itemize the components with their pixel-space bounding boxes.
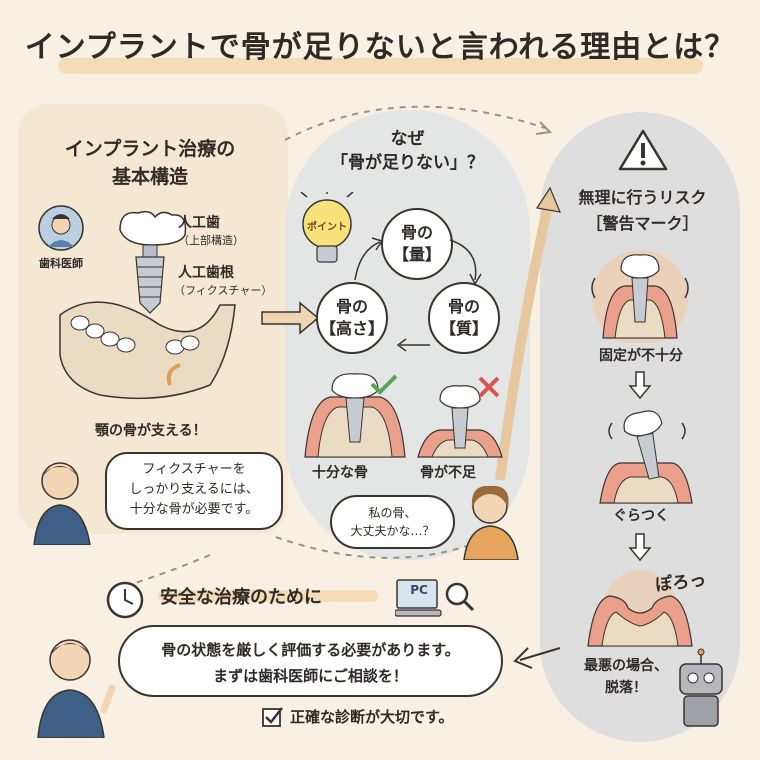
speech-line2: しっかり支えるには、 — [129, 482, 259, 497]
step-worst-case: 最悪の場合、 脱落！ — [566, 655, 686, 699]
pc-monitor-icon — [396, 579, 438, 609]
up-arrow-mid-to-right — [536, 186, 561, 213]
cross-icon — [478, 376, 500, 398]
jaw-label: 顎の骨が支える！ — [95, 423, 207, 439]
failed-implant-illustration — [587, 570, 693, 647]
right-heading-line1: 無理に行うリスク — [578, 188, 707, 207]
dentist-label: 歯科医師 — [39, 257, 83, 270]
loose-implant-illustration — [591, 250, 689, 343]
sound-effect: ぽろっ — [654, 570, 708, 596]
middle-heading-line1: なぜ — [390, 129, 425, 149]
clock-icon — [106, 581, 144, 619]
good-bone-label: 十分な骨 — [312, 465, 368, 481]
dentist-avatar — [38, 205, 84, 251]
advice-line2: まずは歯科医師にご相談を！ — [213, 667, 408, 685]
crown-label: 人工歯 — [178, 215, 220, 231]
bone-comparison — [304, 373, 503, 458]
circle-quality-line2: 【質】 — [439, 319, 488, 338]
left-heading-line1: インプラント治療の — [64, 138, 236, 160]
dentist-speech-bubble: フィクスチャーを しっかり支えるには、 十分な骨が必要です。 — [105, 452, 283, 530]
right-arrow-left-to-mid — [261, 301, 320, 335]
step-worst-line1: 最悪の場合、 — [584, 658, 668, 674]
bottom-heading: 安全な治療のために — [160, 587, 322, 608]
circle-quality: 骨の 【質】 — [428, 282, 500, 354]
dentist-man-icon — [33, 462, 91, 546]
dashed-arrow-top — [284, 105, 546, 141]
check-icon — [370, 374, 398, 395]
warning-icon — [618, 129, 668, 171]
wobbling-implant-illustration — [599, 410, 693, 504]
left-heading: インプラント治療の 基本構造 — [40, 135, 260, 191]
down-arrow-2 — [628, 533, 652, 562]
worry-line2: 大丈夫かな…？ — [350, 524, 435, 538]
arrow-to-bottom — [513, 647, 533, 669]
dentist-icon — [38, 205, 84, 251]
crown-sublabel: （上部構造） — [178, 234, 244, 247]
circle-amount-line1: 骨の — [400, 223, 433, 242]
checkbox-icon — [262, 707, 283, 727]
bad-bone-label: 骨が不足 — [420, 465, 476, 481]
root-label: 人工歯根 — [178, 265, 234, 281]
pc-magnifier-icons — [395, 579, 475, 617]
right-heading: 無理に行うリスク ［警告マーク］ — [555, 185, 730, 237]
down-arrow-1 — [628, 371, 652, 400]
worried-woman-icon — [463, 485, 519, 560]
dentist-man-pointing-icon — [37, 639, 116, 738]
left-heading-line2: 基本構造 — [111, 166, 188, 188]
circle-amount-line2: 【量】 — [392, 245, 441, 264]
bottom-heading-highlight — [158, 590, 378, 602]
right-heading-line2: ［警告マーク］ — [586, 214, 699, 233]
step-worst-line2: 脱落！ — [605, 680, 647, 696]
check-label: 正確な診断が大切です。 — [290, 708, 454, 726]
implant-jaw-illustration — [59, 210, 236, 400]
worry-thought-bubble: 私の骨、 大丈夫かな…？ — [330, 495, 455, 549]
speech-line1: フィクスチャーを — [142, 462, 246, 477]
step-fixation-insufficient: 固定が不十分 — [599, 348, 683, 364]
root-sublabel: （フィクスチャー） — [174, 284, 273, 297]
circle-height-line1: 骨の — [335, 297, 368, 316]
dashed-arrow-bottom — [269, 534, 471, 559]
middle-heading: なぜ 「骨が足りない」？ — [300, 127, 515, 175]
speech-line3: 十分な骨が必要です。 — [129, 502, 259, 517]
jaw-bone — [59, 301, 236, 400]
circle-height: 骨の 【高さ】 — [316, 282, 388, 354]
circle-height-line2: 【高さ】 — [319, 319, 384, 338]
fixture-icon — [135, 256, 165, 314]
magnifier-icon — [445, 582, 469, 606]
middle-heading-line2: 「骨が足りない」？ — [331, 153, 484, 173]
robot-icon — [679, 648, 723, 727]
cycle-arrows — [354, 237, 482, 352]
page-title: インプラントで骨が足りないと言われる理由とは？ — [24, 30, 736, 65]
worry-line1: 私の骨、 — [368, 506, 417, 520]
title-highlight — [58, 58, 703, 74]
advice-speech-bubble: 骨の状態を厳しく評価する必要があります。 まずは歯科医師にご相談を！ — [118, 625, 503, 697]
dentist-man-figure — [28, 455, 98, 546]
crown-icon — [119, 210, 187, 246]
lightbulb-icon — [300, 192, 354, 263]
point-label: ポイント — [307, 222, 347, 233]
pc-label: PC — [410, 583, 428, 597]
step-wobble: ぐらつく — [613, 508, 669, 524]
advice-line1: 骨の状態を厳しく評価する必要があります。 — [161, 641, 460, 659]
circle-quality-line1: 骨の — [447, 297, 480, 316]
circle-amount: 骨の 【量】 — [381, 208, 453, 280]
